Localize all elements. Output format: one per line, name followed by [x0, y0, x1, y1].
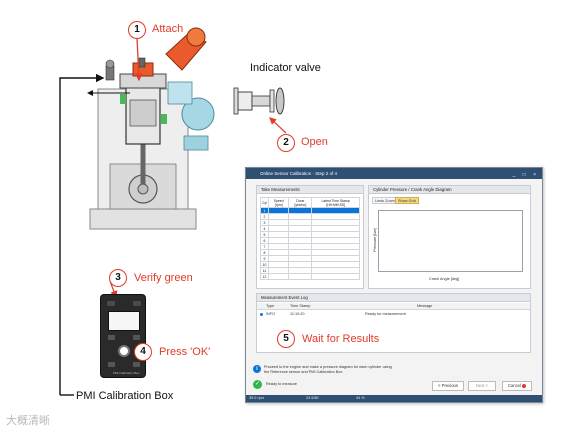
take-measurements-panel: Take Measurements Cyl Speed [rpm] Done [… — [256, 185, 364, 289]
col-message: Message — [417, 304, 433, 308]
device-top-buttons — [107, 301, 141, 307]
device-screen — [108, 311, 140, 331]
diagram-y-label: Pressure [bar] — [372, 228, 377, 252]
event-log-panel: Measurement Event Log Type Time Stamp Me… — [256, 293, 531, 353]
ready-text: Ready to measure — [266, 382, 298, 386]
keypad-key[interactable] — [133, 362, 140, 367]
calibration-dialog: Online Sensor Calibration · Step 2 of 4 … — [245, 167, 543, 403]
step-3-label: Verify green — [134, 272, 193, 284]
status-percent: 44 % — [356, 396, 365, 400]
step-4-label: Press 'OK' — [159, 346, 211, 358]
step-5-number: 5 — [277, 330, 295, 348]
indicator-valve-icon — [233, 87, 285, 115]
col-header: Speed [rpm] — [267, 197, 290, 208]
status-bar: 39.0 rpm 24 6/80 44 % — [246, 395, 542, 402]
step-4-number: 4 — [134, 343, 152, 361]
event-message: Ready for measurement — [365, 312, 406, 316]
cancel-icon — [522, 383, 527, 388]
instruction-text: Proceed to the engine and make a pressur… — [264, 365, 392, 374]
check-icon: ✓ — [253, 380, 262, 389]
take-measurements-header: Take Measurements — [257, 186, 363, 194]
step-2-label: Open — [301, 136, 328, 148]
step-1-label: Attach — [152, 23, 184, 35]
ok-button[interactable] — [118, 345, 130, 357]
info-icon — [260, 313, 263, 316]
step-3-number: 3 — [109, 269, 127, 287]
col-header: Latest Time Stamp [HH:MM:SS] — [311, 197, 360, 208]
diagram-header: Cylinder Pressure / Crank Angle Diagram — [369, 186, 530, 194]
cancel-label: Cancel — [507, 383, 521, 388]
pmi-box-caption: PMI Calibration Box — [76, 390, 174, 402]
col-type: Type — [266, 304, 275, 308]
col-time: Time Stamp — [290, 304, 311, 308]
col-header: Done [yes/no] — [288, 197, 313, 208]
pmi-device: PMI Calibration Box — [100, 294, 146, 378]
status-count: 24 6/80 — [306, 396, 319, 400]
event-log-col-headers: Type Time Stamp Message — [257, 303, 530, 310]
device-brand: PMI Calibration Box — [113, 371, 140, 375]
dialog-title: Online Sensor Calibration · Step 2 of 4 — [260, 171, 338, 176]
watermark: 大概清晰 — [6, 415, 50, 427]
undo-zoom-tab[interactable]: Undo Zoom — [372, 197, 398, 204]
dialog-title-bar: Online Sensor Calibration · Step 2 of 4 … — [246, 168, 542, 179]
reset-button[interactable] — [133, 301, 141, 306]
status-rpm: 39.0 rpm — [249, 396, 264, 400]
step-1-number: 1 — [128, 21, 146, 39]
event-log-header: Measurement Event Log — [257, 294, 530, 302]
event-log-row[interactable]: INFO 11:10:20 Ready for measurement — [257, 311, 530, 318]
info-icon: i — [253, 365, 261, 373]
col-header: Cyl — [260, 197, 269, 208]
diagram-plot-area[interactable] — [378, 210, 523, 272]
device-keypad — [108, 335, 140, 367]
indicator-valve-caption: Indicator valve — [250, 62, 321, 74]
window-controls[interactable]: _ □ × — [512, 172, 539, 178]
keypad-key[interactable] — [108, 335, 115, 340]
cancel-button[interactable]: Cancel — [502, 381, 532, 391]
engine-illustration — [89, 27, 215, 230]
power-button[interactable] — [107, 301, 115, 306]
keypad-key[interactable] — [133, 335, 140, 340]
measurements-table: Cyl Speed [rpm] Done [yes/no] Latest Tim… — [260, 197, 360, 280]
event-time: 11:10:20 — [290, 312, 305, 316]
step-5-label: Wait for Results — [302, 333, 380, 345]
next-button[interactable]: Next > — [468, 381, 496, 391]
keypad-key[interactable] — [108, 362, 115, 367]
pressure-diagram-panel: Cylinder Pressure / Crank Angle Diagram … — [368, 185, 531, 289]
event-type: INFO — [266, 312, 276, 316]
show-grid-tab[interactable]: Show Grid — [395, 197, 419, 204]
previous-button[interactable]: < Previous — [432, 381, 464, 391]
table-row[interactable]: 12 — [260, 273, 360, 280]
table-header-row: Cyl Speed [rpm] Done [yes/no] Latest Tim… — [260, 197, 360, 208]
step-2-number: 2 — [277, 134, 295, 152]
diagram-x-label: Crank Angle [deg] — [429, 277, 460, 281]
